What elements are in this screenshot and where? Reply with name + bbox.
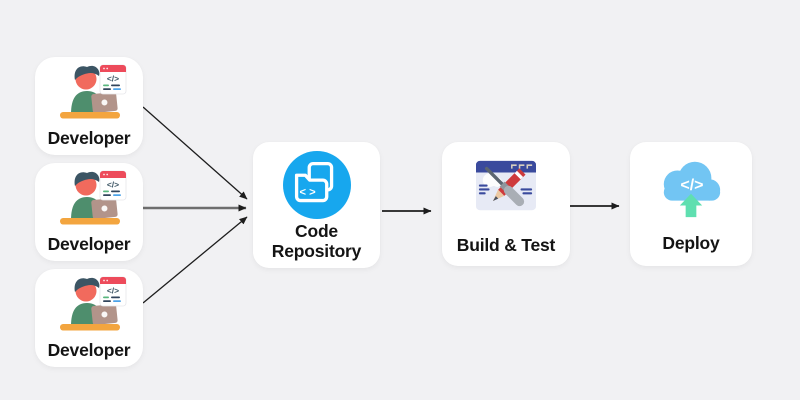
svg-text:< >: < > — [299, 187, 316, 199]
upload-arrow-glyph — [679, 193, 703, 218]
build-test-icon — [476, 160, 536, 211]
svg-text:</>: </> — [107, 180, 119, 190]
svg-text:</>: </> — [107, 74, 119, 84]
code-window-glyph: </> — [99, 276, 127, 307]
developer-icon: </> — [60, 64, 127, 119]
cloud-deploy-icon: </> — [663, 161, 721, 218]
svg-text:</>: </> — [680, 176, 703, 194]
screwdriver-glyph — [484, 166, 525, 207]
svg-text:</>: </> — [107, 286, 119, 296]
node-label: Developer — [47, 340, 131, 360]
node-code-repository: < > Code Repository — [253, 142, 380, 268]
code-window-glyph: </> — [99, 170, 127, 201]
node-label: Developer — [47, 234, 131, 254]
arrow-dev1-to-repo — [142, 106, 248, 200]
developer-icon: </> — [60, 276, 127, 331]
node-build-test: Build & Test — [442, 142, 570, 266]
node-label: Developer — [47, 128, 131, 148]
node-label: Build & Test — [456, 235, 556, 255]
node-developer-3: </> Developer — [35, 269, 143, 367]
node-label: Deploy — [662, 233, 720, 253]
code-window-glyph: </> — [99, 64, 127, 95]
node-developer-1: </> Developer — [35, 57, 143, 155]
node-developer-2: </> Developer — [35, 163, 143, 261]
code-repository-icon: < > — [282, 151, 351, 219]
developer-icon: </> — [60, 170, 127, 225]
node-label: Code Repository — [271, 221, 362, 261]
window-controls-glyph — [511, 164, 533, 169]
arrow-dev3-to-repo — [142, 216, 248, 304]
node-deploy: </> Deploy — [630, 142, 752, 266]
